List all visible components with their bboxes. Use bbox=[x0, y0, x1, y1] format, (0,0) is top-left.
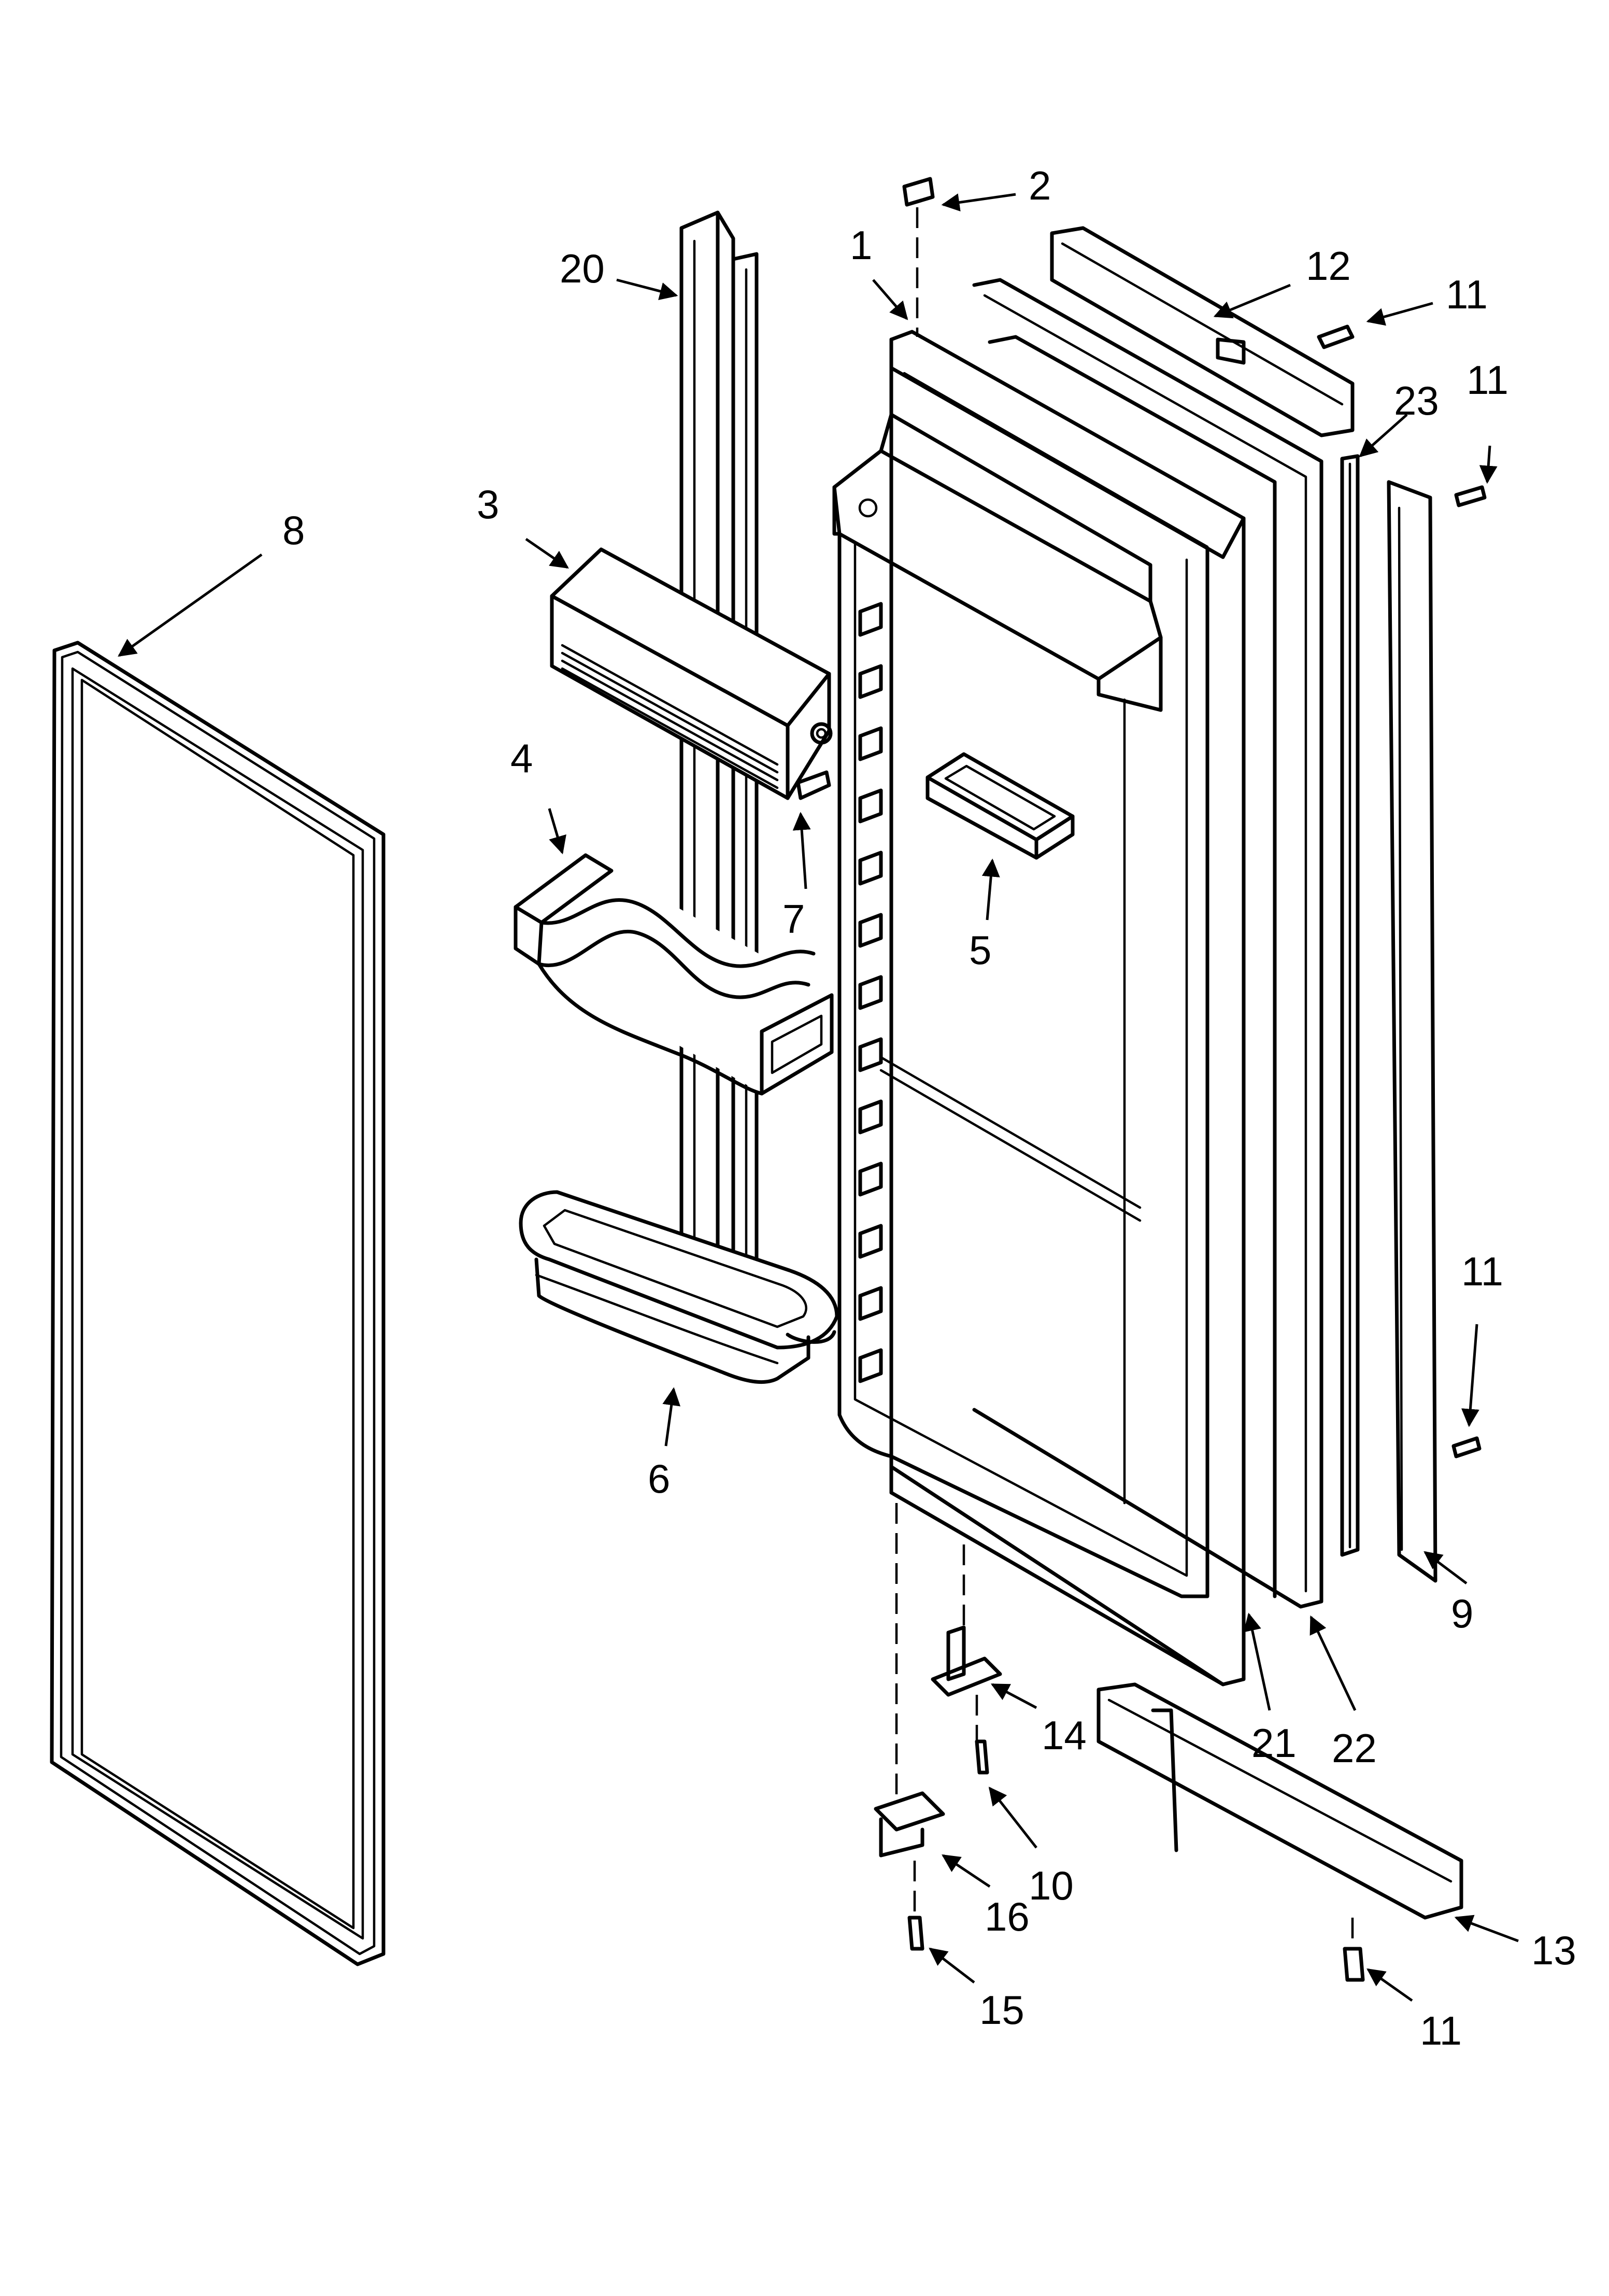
callout-13: 13 bbox=[1531, 1927, 1576, 1973]
door-gasket-part-8 bbox=[50, 641, 386, 1966]
callout-12: 12 bbox=[1306, 243, 1351, 289]
screw-part-11-bottom bbox=[1343, 1947, 1365, 1982]
callout-6: 6 bbox=[648, 1456, 670, 1501]
screw-part-11-top bbox=[1317, 324, 1355, 349]
screw-part-15 bbox=[907, 1916, 924, 1951]
alignment-lines bbox=[895, 207, 1354, 1949]
callout-arrows bbox=[118, 193, 1519, 2002]
callout-16: 16 bbox=[985, 1894, 1030, 1939]
bottom-trim-part-13 bbox=[1097, 1682, 1463, 1920]
callout-22: 22 bbox=[1332, 1725, 1377, 1771]
callout-11-bottom: 11 bbox=[1420, 2008, 1462, 2053]
callout-21: 21 bbox=[1251, 1720, 1297, 1766]
callout-1: 1 bbox=[850, 222, 872, 268]
door-panels-parts-21-22 bbox=[972, 278, 1323, 1609]
egg-tray-part-4 bbox=[514, 853, 834, 1096]
small-bin-part-5 bbox=[925, 752, 1075, 860]
screw-part-10 bbox=[975, 1739, 989, 1775]
callout-9: 9 bbox=[1451, 1591, 1473, 1636]
callout-labels: 1 2 3 4 5 6 7 8 9 10 11 11 11 11 12 13 1… bbox=[282, 163, 1576, 2053]
side-rail-part-23 bbox=[1340, 454, 1360, 1557]
door-bin-part-6 bbox=[519, 1190, 839, 1389]
dairy-door-hinge-pin-part-7 bbox=[796, 770, 831, 800]
callout-5: 5 bbox=[969, 927, 991, 973]
callout-23: 23 bbox=[1394, 378, 1439, 423]
screw-part-2 bbox=[902, 177, 935, 207]
callout-14: 14 bbox=[1042, 1712, 1087, 1758]
callout-11-right: 11 bbox=[1466, 357, 1508, 403]
side-rail-part-9 bbox=[1387, 480, 1437, 1583]
callout-7: 7 bbox=[782, 896, 805, 942]
hinge-plate-part-16 bbox=[874, 1791, 945, 1858]
screw-part-11-right bbox=[1454, 485, 1487, 507]
screw-part-11-lower-right bbox=[1451, 1436, 1482, 1458]
door-liner-part-1 bbox=[832, 330, 1246, 1686]
callout-3: 3 bbox=[477, 481, 499, 527]
callout-11-lower-right: 11 bbox=[1461, 1249, 1503, 1294]
callout-4: 4 bbox=[510, 735, 533, 781]
callout-11-top: 11 bbox=[1446, 272, 1488, 317]
hinge-part-14 bbox=[931, 1625, 1002, 1697]
callout-15: 15 bbox=[979, 1987, 1024, 2033]
callout-10: 10 bbox=[1029, 1863, 1074, 1908]
callout-2: 2 bbox=[1029, 163, 1051, 208]
callout-8: 8 bbox=[282, 507, 305, 553]
dairy-door-part-3 bbox=[550, 547, 833, 800]
top-trim-part-12 bbox=[1050, 226, 1355, 437]
callout-20: 20 bbox=[560, 246, 605, 291]
